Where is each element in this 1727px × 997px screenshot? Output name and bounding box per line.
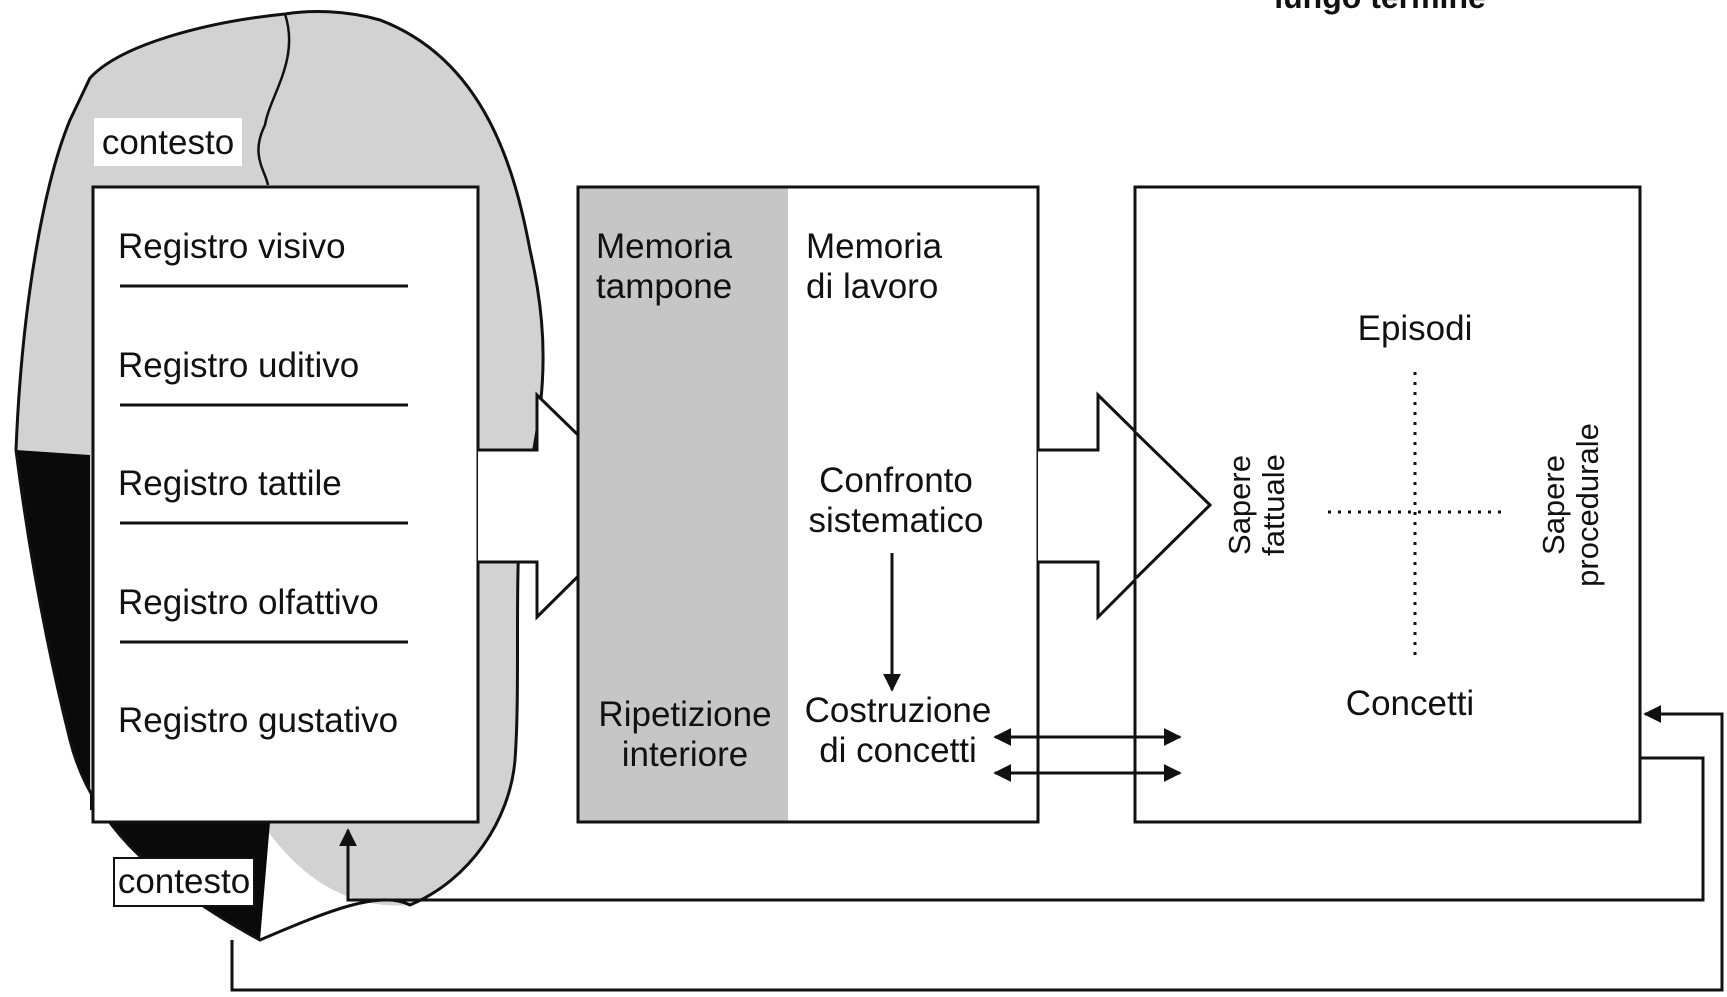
working-memory-label-line2: di lavoro — [806, 267, 938, 306]
svg-text:Sapere: Sapere — [1222, 455, 1257, 555]
memory-buffer-label-line1: Memoria — [596, 227, 733, 266]
context-bottom-label: contesto — [118, 862, 250, 901]
concept-construction-line1: Costruzione — [805, 691, 992, 730]
sensory-register-label: Registro uditivo — [118, 346, 359, 385]
svg-text:Sapere: Sapere — [1536, 455, 1571, 555]
memory-buffer-panel — [578, 187, 788, 822]
working-memory-label-line1: Memoria — [806, 227, 943, 266]
arrow-shortterm-to-longterm-tip — [1134, 431, 1213, 580]
memory-buffer-label-line2: tampone — [596, 267, 732, 306]
episodes-label: Episodi — [1358, 309, 1473, 348]
head-crack-line — [257, 13, 291, 186]
inner-rehearsal-line2: interiore — [622, 735, 748, 774]
sensory-register-label: Registro tattile — [118, 464, 342, 503]
systematic-comparison-line1: Confronto — [819, 461, 973, 500]
inner-rehearsal-line1: Ripetizione — [598, 695, 771, 734]
context-bottom-label-box — [113, 857, 255, 907]
factual-knowledge-label: Sapere fattuale — [1222, 454, 1291, 556]
feedback-loop-from-context — [230, 705, 1724, 992]
long-term-memory-box — [1133, 185, 1642, 824]
sensory-registers-box — [91, 185, 480, 824]
concepts-label: Concetti — [1346, 684, 1474, 723]
sensory-register-label: Registro visivo — [118, 227, 346, 266]
header-long-term-partial: lungo termine — [1274, 0, 1486, 15]
sensory-register-label: Registro gustativo — [118, 701, 398, 740]
systematic-comparison-line2: sistematico — [808, 501, 983, 540]
svg-text:procedurale: procedurale — [1570, 423, 1605, 587]
context-top-label-box — [94, 118, 242, 166]
sensory-register-label: Registro olfattivo — [118, 583, 379, 622]
feedback-loop-to-sensory — [339, 756, 1705, 902]
svg-text:fattuale: fattuale — [1256, 454, 1291, 556]
context-top-label: contesto — [102, 123, 234, 162]
procedural-knowledge-label: Sapere procedurale — [1536, 423, 1605, 587]
concept-construction-line2: di concetti — [819, 731, 977, 770]
